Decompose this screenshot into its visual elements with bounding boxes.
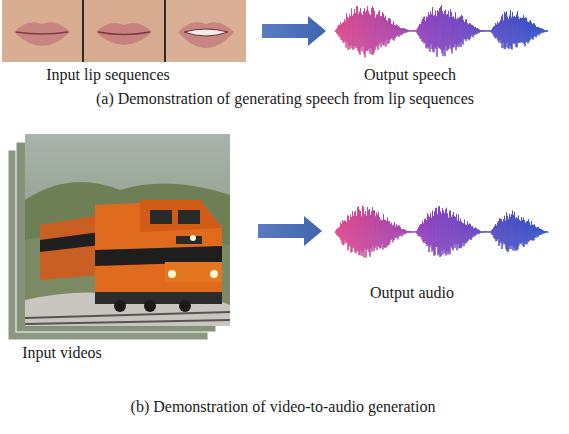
subfigure-caption: (b) Demonstration of video-to-audio gene… [131,398,436,416]
video-frames [8,134,230,340]
lip-sequence [2,0,246,62]
waveform-axis [335,30,548,32]
audio-waveform [335,206,548,258]
waveform-axis [335,231,548,233]
flow-arrow [258,216,322,246]
output-label: Output speech [364,66,456,84]
output-label: Output audio [370,284,454,302]
flow-arrow [262,16,326,46]
input-label: Input videos [22,344,102,362]
input-label: Input lip sequences [46,66,170,84]
audio-waveform [335,5,548,57]
subfigure-caption: (a) Demonstration of generating speech f… [96,90,474,108]
